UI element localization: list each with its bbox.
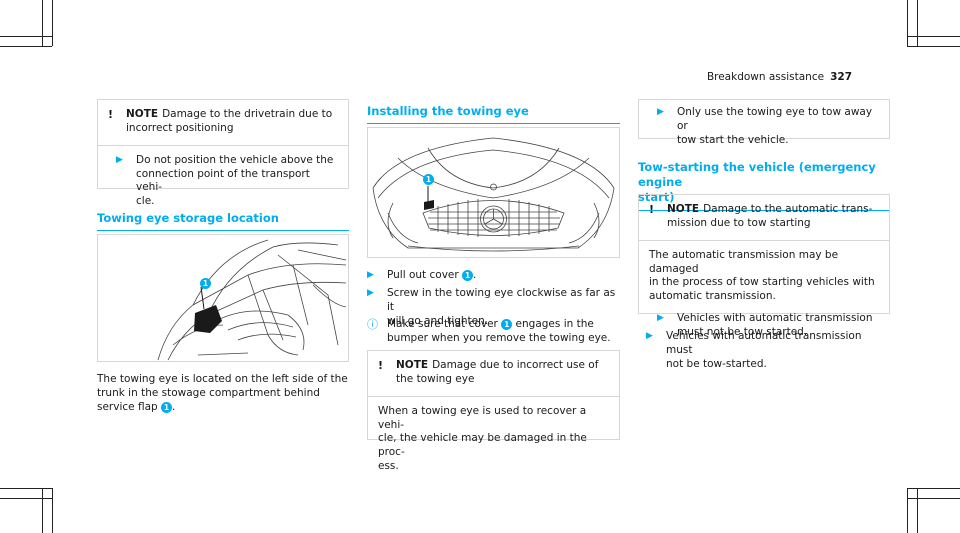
crop-mark	[42, 0, 43, 46]
section-heading-storage: Towing eye storage location	[97, 211, 349, 232]
note-title-text: Damage to the automatic trans-	[703, 203, 873, 215]
note-title: NOTE	[126, 108, 159, 120]
bumper-illustration	[372, 137, 615, 252]
section-title: Breakdown assistance	[706, 71, 825, 83]
crop-mark	[907, 488, 908, 533]
step-text: .	[473, 269, 477, 281]
step-text: tow start the vehicle.	[677, 133, 789, 146]
crop-mark	[0, 498, 52, 499]
note-text: mission due to tow starting	[667, 216, 811, 229]
step-no-tow-start: ▶ Vehicles with automatic transmission m…	[646, 330, 890, 372]
warning-icon: !	[378, 359, 384, 372]
paragraph-text: trunk in the stowage compartment behind	[97, 386, 320, 399]
step-arrow-icon: ▶	[367, 270, 374, 280]
paragraph-text: The towing eye is located on the left si…	[97, 373, 348, 385]
crop-mark	[907, 498, 960, 499]
callout-badge: 1	[501, 319, 513, 330]
figure-front-bumper: 1	[367, 127, 620, 258]
crop-mark	[0, 46, 52, 47]
step-text: not be tow-started.	[666, 357, 767, 370]
heading-line: start)	[638, 190, 675, 205]
callout-badge: 1	[423, 174, 434, 185]
note-title-text: Damage to the drivetrain due to	[162, 108, 333, 120]
trunk-illustration	[157, 239, 347, 361]
callout-badge: 1	[161, 401, 173, 413]
step-arrow-icon: ▶	[657, 313, 664, 324]
callout-badge: 1	[200, 278, 211, 289]
step-screw-in: ▶ Screw in the towing eye clockwise as f…	[367, 287, 620, 329]
note-body-text: The automatic transmission may be damage…	[649, 248, 839, 275]
paragraph-storage-location: The towing eye is located on the left si…	[97, 373, 349, 415]
paragraph-text: service flap	[97, 400, 158, 413]
info-text: Make sure that cover	[387, 318, 498, 330]
step-pull-cover: ▶ Pull out cover 1.	[367, 269, 620, 283]
paragraph-text: .	[172, 400, 176, 413]
page-number: 327	[830, 71, 852, 83]
step-text: Pull out cover	[387, 269, 459, 281]
callout-badge: 1	[462, 270, 474, 281]
note-body-text: in the process of tow starting vehicles …	[649, 276, 875, 289]
crop-mark	[907, 488, 960, 489]
note-body-text: When a towing eye is used to recover a v…	[378, 404, 587, 431]
step-box-only-use: ▶ Only use the towing eye to tow away or…	[638, 99, 890, 146]
crop-mark	[907, 46, 960, 47]
info-text: bumper when you remove the towing eye.	[387, 331, 611, 344]
crop-mark	[0, 488, 52, 489]
info-text: engages in the	[515, 318, 594, 330]
step-text: cle.	[136, 195, 155, 208]
step-arrow-icon: ▶	[367, 288, 374, 298]
step-text: Do not position the vehicle above the	[136, 153, 334, 166]
heading-line: Tow-starting the vehicle (emergency engi…	[638, 160, 876, 190]
note-text: incorrect positioning	[126, 121, 234, 134]
section-heading-installing: Installing the towing eye	[367, 104, 620, 125]
crop-mark	[917, 488, 918, 533]
section-heading-tow-starting: Tow-starting the vehicle (emergency engi…	[638, 160, 890, 211]
figure-trunk-storage: 1	[97, 234, 349, 362]
info-icon: ⓘ	[367, 318, 378, 331]
note-title: NOTE	[667, 203, 700, 215]
step-text: must not be tow started.	[677, 326, 808, 339]
crop-mark	[52, 488, 53, 533]
step-arrow-icon: ▶	[646, 331, 653, 341]
step-text: connection point of the transport vehi-	[136, 167, 310, 194]
note-body-text: automatic transmission.	[649, 290, 776, 303]
note-title: NOTE	[396, 359, 429, 371]
note-body-text: ess.	[378, 460, 399, 473]
step-text: Vehicles with automatic transmission	[677, 312, 873, 325]
note-text: the towing eye	[396, 372, 475, 385]
step-text: will go and tighten.	[387, 314, 489, 327]
crop-mark	[0, 36, 52, 37]
step-text: Vehicles with automatic transmission mus…	[666, 330, 862, 356]
note-title-text: Damage due to incorrect use of	[432, 359, 599, 371]
crop-mark	[52, 0, 53, 46]
step-text: Only use the towing eye to tow away or	[677, 106, 873, 132]
step-text: Screw in the towing eye clockwise as far…	[387, 287, 616, 313]
warning-icon: !	[649, 203, 655, 216]
page-header: Breakdown assistance 327	[707, 71, 852, 85]
crop-mark	[917, 0, 918, 46]
crop-mark	[907, 0, 908, 46]
step-arrow-icon: ▶	[657, 107, 664, 117]
warning-icon: !	[108, 108, 114, 121]
note-body-text: cle, the vehicle may be damaged in the p…	[378, 432, 587, 459]
info-cover: ⓘ Make sure that cover 1 engages in the …	[367, 318, 620, 346]
step-arrow-icon: ▶	[116, 154, 123, 165]
crop-mark	[907, 36, 960, 37]
crop-mark	[42, 488, 43, 533]
